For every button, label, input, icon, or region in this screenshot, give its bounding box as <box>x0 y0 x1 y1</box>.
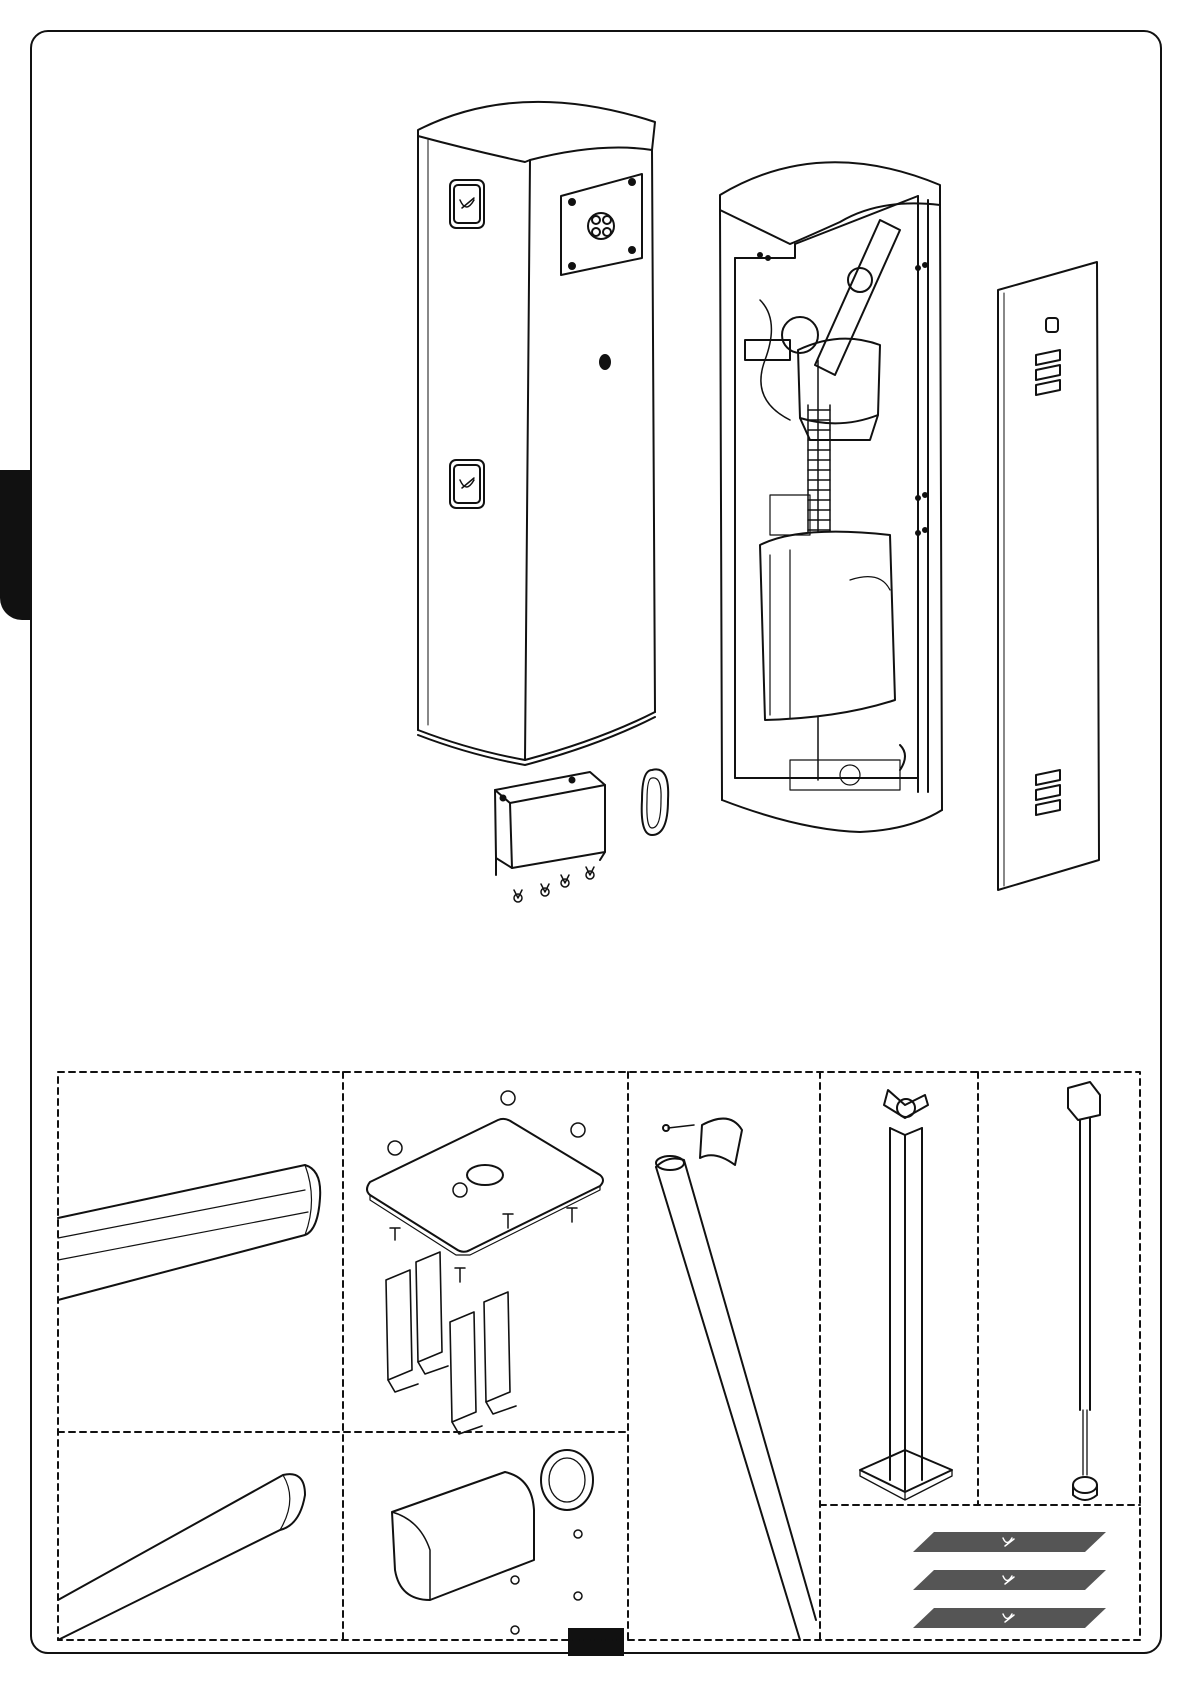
side-door-panel <box>998 262 1099 890</box>
round-boom <box>58 1474 305 1640</box>
junction-box <box>495 772 605 902</box>
accessories-grid <box>58 1072 1140 1640</box>
telescopic-support-leg <box>1068 1082 1100 1500</box>
cover-seal <box>642 769 668 835</box>
pendant-support-leg <box>860 1090 952 1500</box>
anchor-plate-kit <box>367 1091 603 1434</box>
boom-holder-cover <box>392 1450 593 1634</box>
fork-rest-post <box>656 1119 816 1640</box>
rectangular-boom <box>58 1165 320 1300</box>
barrier-cabinet-open <box>720 162 942 832</box>
barrier-cabinet-cover <box>418 102 655 765</box>
